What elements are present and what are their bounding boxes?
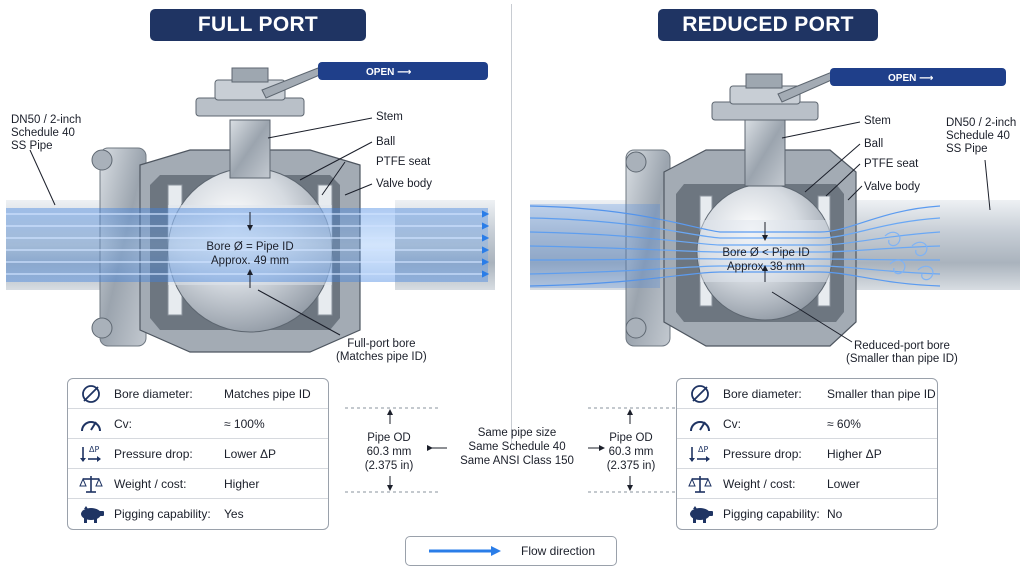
left-stem xyxy=(229,119,271,179)
left-callout-stem: Stem xyxy=(376,111,403,123)
reduced-port-specs-table: Bore diameter: Smaller than pipe ID Cv: … xyxy=(676,378,938,530)
flow-direction-legend: Flow direction xyxy=(405,536,617,566)
diameter-icon xyxy=(677,383,723,405)
reduced-port-title: REDUCED PORT xyxy=(658,9,878,41)
table-row: Bore diameter: Matches pipe ID xyxy=(68,379,328,409)
left-bore-callout: Full-port bore(Matches pipe ID) xyxy=(336,338,427,363)
legend-label: Flow direction xyxy=(520,544,596,558)
pressure-drop-icon: ΔP xyxy=(68,443,114,465)
table-row: Weight / cost: Lower xyxy=(677,469,937,499)
table-row: Pigging capability: Yes xyxy=(68,499,328,529)
table-row: Pigging capability: No xyxy=(677,499,937,529)
table-row: Cv: ≈ 60% xyxy=(677,409,937,439)
pig-icon xyxy=(677,504,723,524)
svg-text:ΔP: ΔP xyxy=(698,445,708,454)
pipe-od-dimensions xyxy=(345,407,676,493)
right-pipe-outlet xyxy=(850,200,1020,290)
reduced-port-valve xyxy=(529,68,1020,347)
pressure-drop-icon: ΔP xyxy=(677,443,723,465)
full-port-specs-table: Bore diameter: Matches pipe ID Cv: ≈ 100… xyxy=(67,378,329,530)
right-flow-lines xyxy=(529,204,941,288)
full-port-title: FULL PORT xyxy=(150,9,366,41)
flow-arrow-icon xyxy=(428,546,501,556)
table-row: ΔP Pressure drop: Lower ΔP xyxy=(68,439,328,469)
left-callout-ball: Ball xyxy=(376,136,396,148)
center-divider xyxy=(511,4,512,444)
left-callout-body: Valve body xyxy=(376,178,433,190)
left-handle-label: OPEN ⟶ xyxy=(366,67,412,78)
arrow-right-icon: ⟶ xyxy=(919,73,934,84)
table-row: ΔP Pressure drop: Higher ΔP xyxy=(677,439,937,469)
table-row: Cv: ≈ 100% xyxy=(68,409,328,439)
right-callout-body: Valve body xyxy=(864,181,921,193)
right-callout-ball: Ball xyxy=(864,138,884,150)
right-bore-callout: Reduced-port bore(Smaller than pipe ID) xyxy=(846,340,958,365)
pig-icon xyxy=(68,504,114,524)
arrow-right-icon: ⟶ xyxy=(397,67,412,78)
right-callout-seat: PTFE seat xyxy=(864,158,919,170)
gauge-icon xyxy=(677,414,723,434)
table-row: Weight / cost: Higher xyxy=(68,469,328,499)
gauge-icon xyxy=(68,414,114,434)
scale-icon xyxy=(68,473,114,495)
left-handle xyxy=(318,62,488,80)
diameter-icon xyxy=(68,383,114,405)
svg-text:ΔP: ΔP xyxy=(89,445,99,454)
right-handle xyxy=(830,68,1006,86)
table-row: Bore diameter: Smaller than pipe ID xyxy=(677,379,937,409)
full-port-valve xyxy=(6,62,495,353)
right-handle-label: OPEN ⟶ xyxy=(888,73,934,84)
scale-icon xyxy=(677,473,723,495)
right-callout-stem: Stem xyxy=(864,115,891,127)
left-callout-seat: PTFE seat xyxy=(376,156,431,168)
right-stem xyxy=(744,119,786,187)
